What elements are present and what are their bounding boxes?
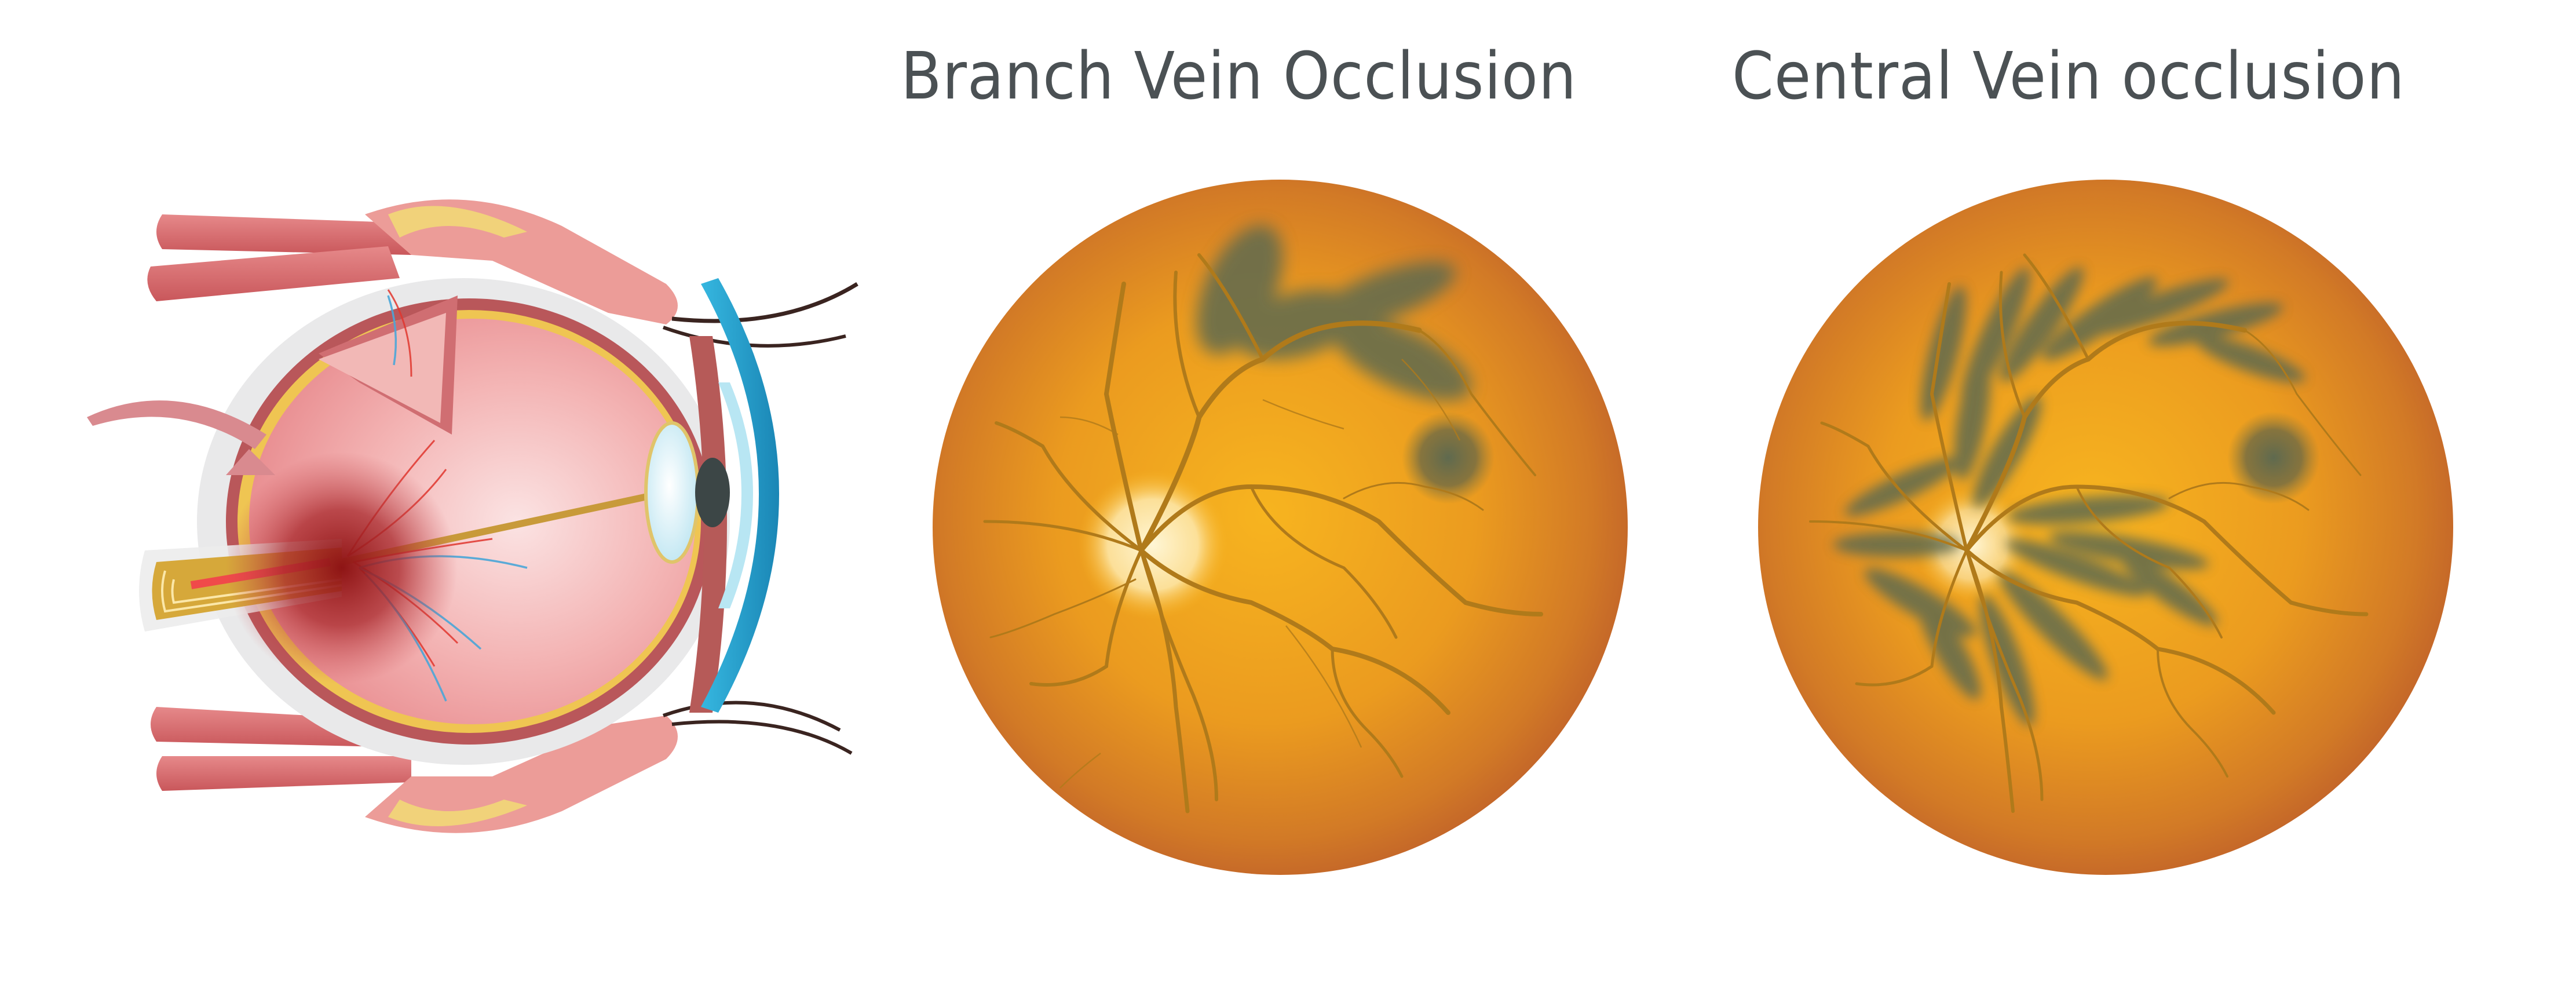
fundus-branch-icon: [933, 180, 1628, 875]
central-vein-occlusion-title: Central Vein occlusion: [1732, 39, 2405, 114]
branch-vein-occlusion-title: Branch Vein Occlusion: [901, 39, 1577, 114]
branch-vein-occlusion-fundus: [927, 174, 1634, 881]
eye-anatomy-icon: [87, 199, 858, 833]
central-vein-occlusion-fundus: [1752, 174, 2459, 881]
eye-cross-section-illustration: [87, 191, 898, 852]
fundus-central-icon: [1758, 180, 2453, 875]
